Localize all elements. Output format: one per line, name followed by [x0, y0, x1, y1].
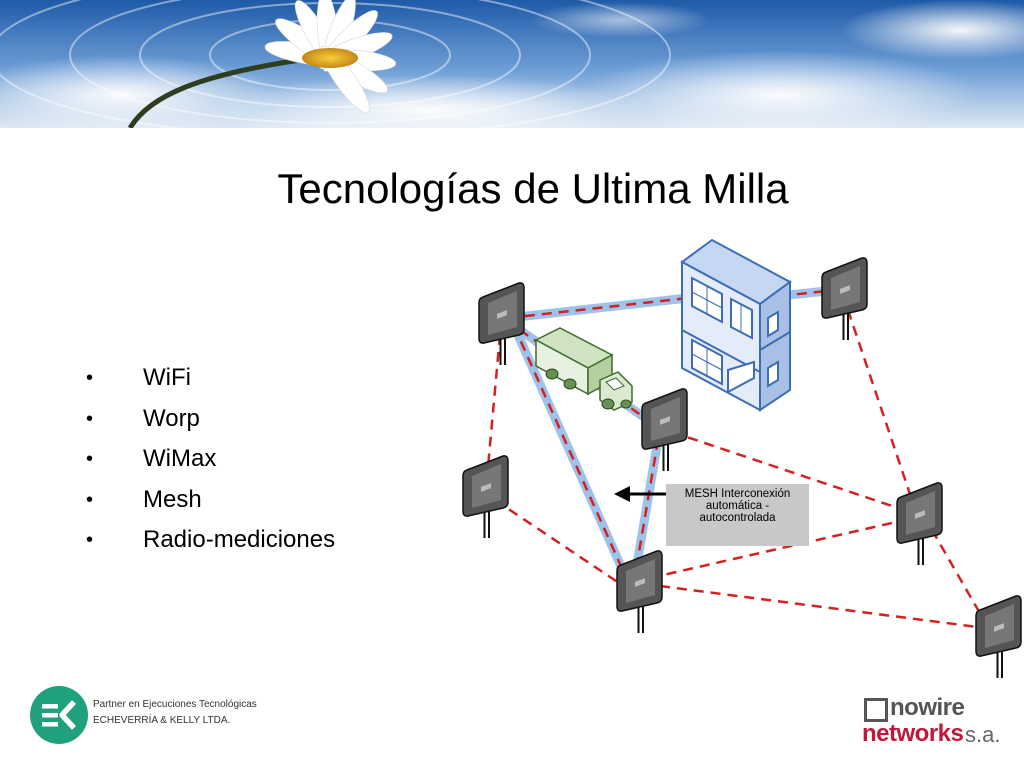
daisy-sky-banner — [0, 0, 1024, 128]
list-item-label: Worp — [143, 404, 200, 432]
technology-list: • WiFi • Worp • WiMax • Mesh • Radio-medicion… — [80, 358, 335, 561]
partner-line: Partner en Ejecuciones Tecnológicas — [93, 699, 257, 710]
antenna-icon — [478, 282, 525, 366]
callout-line: automática - — [705, 500, 770, 512]
list-item-label: WiMax — [143, 445, 217, 472]
antenna-icon — [975, 595, 1022, 679]
mesh-links — [485, 288, 987, 630]
partner-company: ECHEVERRÍA & KELLY LTDA. — [93, 715, 231, 726]
bullet-symbol: • — [86, 488, 94, 511]
list-item: • WiMax — [80, 439, 335, 480]
callout-line: autocontrolada — [699, 512, 776, 524]
brand-word-networks: networks — [862, 720, 964, 747]
antenna-icon — [821, 257, 868, 341]
slide-title: Tecnologías de Ultima Milla — [277, 165, 789, 212]
nowire-logo-icon: nowire networks s.a. — [862, 694, 1002, 750]
mesh-callout: MESH Interconexión automática - autocont… — [666, 484, 809, 546]
antenna-icon — [462, 455, 509, 539]
bullet-symbol: • — [86, 407, 94, 430]
brand-word-sa: s.a. — [965, 722, 1001, 747]
brand-word-nowire: nowire — [890, 694, 965, 721]
truck-icon — [534, 327, 633, 411]
list-item-label: Mesh — [143, 485, 202, 513]
list-item-label: WiFi — [143, 364, 191, 391]
partner-text: Partner en Ejecuciones Tecnológicas ECHE… — [93, 697, 257, 729]
callout-line: MESH Interconexión — [684, 488, 791, 500]
list-item-label: Radio-mediciones — [143, 526, 336, 553]
antenna-icon — [896, 482, 943, 566]
antenna-icon — [616, 550, 663, 634]
logo-square — [864, 698, 888, 722]
bullet-symbol: • — [86, 448, 94, 470]
list-item: • Mesh — [80, 480, 335, 521]
building-icon — [680, 238, 792, 412]
bullet-symbol: • — [86, 529, 94, 551]
antenna-icon — [641, 388, 688, 472]
list-item: • Radio-mediciones — [80, 520, 335, 561]
ek-logo-icon — [30, 686, 88, 744]
bullet-symbol: • — [86, 367, 94, 389]
list-item: • WiFi — [80, 358, 335, 399]
list-item: • Worp — [80, 399, 335, 440]
